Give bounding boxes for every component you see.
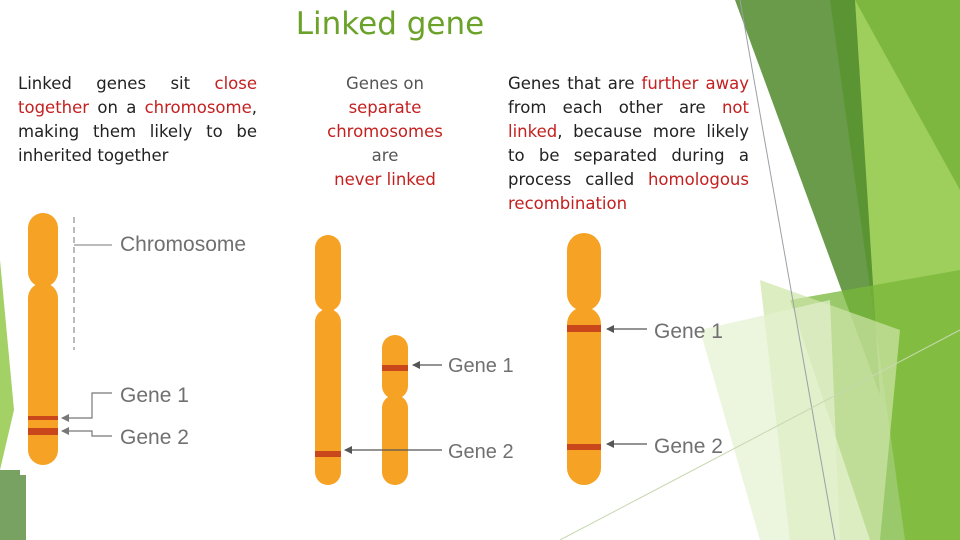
gene-1-label: Gene 1	[448, 355, 514, 377]
highlight-close-together: close together	[18, 74, 257, 117]
text-segment: , making them likely to be inherited tog…	[18, 98, 257, 165]
chromosome-shape	[28, 213, 58, 465]
linked-genes-figure: Chromosome Gene 1 Gene 2	[20, 205, 280, 475]
gene-1-label: Gene 1	[120, 384, 189, 407]
highlight-chromosome: chromosome	[144, 98, 252, 117]
chromosome-a-shape	[315, 235, 341, 485]
slide-title: Linked gene	[295, 6, 485, 42]
chromosome-shape	[567, 233, 601, 485]
unlinked-genes-paragraph: Genes that are further away from each ot…	[508, 72, 749, 216]
caption-line: are	[371, 146, 399, 165]
gene-2-band	[28, 428, 58, 435]
highlight-homologous-recombination: homologous recombination	[508, 170, 749, 213]
gene-2-label: Gene 2	[448, 441, 514, 463]
text-segment: on a	[89, 98, 145, 117]
gene-2-band	[567, 444, 601, 450]
caption-line-chromosomes: chromosomes	[327, 122, 443, 141]
gene-2-label: Gene 2	[120, 426, 189, 449]
chromosome-label: Chromosome	[120, 233, 246, 256]
text-segment: Linked genes sit	[18, 74, 215, 93]
caption-line-separate: separate	[348, 98, 422, 117]
text-segment: , because more likely to be separated du…	[508, 122, 749, 189]
chromosome-b-shape	[382, 335, 408, 485]
gene-2-label: Gene 2	[654, 435, 723, 458]
gene-1-band	[28, 416, 58, 420]
highlight-not-linked: not linked	[508, 98, 749, 141]
gene-1-band	[382, 365, 408, 371]
separate-chromosomes-caption: Genes on separate chromosomes are never …	[320, 72, 450, 192]
caption-line: Genes on	[346, 74, 424, 93]
highlight-further-away: further away	[641, 74, 749, 93]
caption-line-never-linked: never linked	[334, 170, 436, 189]
gene-2-band	[315, 451, 341, 457]
text-segment: from each other are	[508, 98, 722, 117]
gene-1-band	[567, 325, 601, 332]
gene-1-label: Gene 1	[654, 320, 723, 343]
separate-chromosomes-figure: Gene 1 Gene 2	[315, 235, 514, 485]
unlinked-genes-figure: Gene 1 Gene 2	[567, 233, 723, 485]
text-segment: Genes that are	[508, 74, 642, 93]
linked-genes-paragraph: Linked genes sit close together on a chr…	[18, 72, 257, 168]
